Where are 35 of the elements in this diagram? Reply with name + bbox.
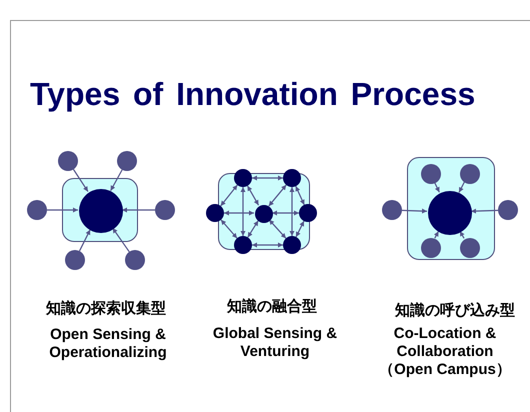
arrow <box>240 187 246 236</box>
arrow <box>246 186 260 206</box>
arrow <box>220 219 238 239</box>
arrow <box>402 208 428 214</box>
arrow <box>268 219 286 239</box>
arrow <box>459 230 465 239</box>
title: Types of Innovation Process <box>30 76 476 113</box>
caption-heading: 知識の融合型 <box>226 297 318 316</box>
arrow <box>122 208 155 212</box>
caption-text: Open Sensing & Operationalizing <box>48 326 168 362</box>
arrow <box>247 220 259 238</box>
arrow <box>295 186 305 206</box>
caption-heading: 知識の探索収集型 <box>44 299 167 318</box>
arrow <box>112 228 130 252</box>
caption-text: Co-Location & Collaboration （Open Campus） <box>378 325 512 379</box>
arrow <box>470 208 498 214</box>
arrow <box>434 182 440 192</box>
arrow <box>268 184 287 206</box>
arrow <box>252 242 283 248</box>
arrow <box>458 182 465 193</box>
arrow <box>78 229 91 252</box>
rounded-box <box>407 157 495 260</box>
caption-text: Global Sensing & Venturing <box>212 325 338 361</box>
arrow <box>295 220 305 238</box>
arrow <box>72 169 88 192</box>
arrow <box>434 231 440 238</box>
arrow <box>290 187 294 236</box>
arrow <box>47 208 78 212</box>
arrow <box>110 169 123 192</box>
arrow <box>220 184 238 206</box>
arrow <box>252 176 283 180</box>
caption-heading: 知識の呼び込み型 <box>394 301 516 320</box>
arrow <box>224 210 254 216</box>
arrow <box>272 210 299 216</box>
rounded-box <box>62 178 138 242</box>
